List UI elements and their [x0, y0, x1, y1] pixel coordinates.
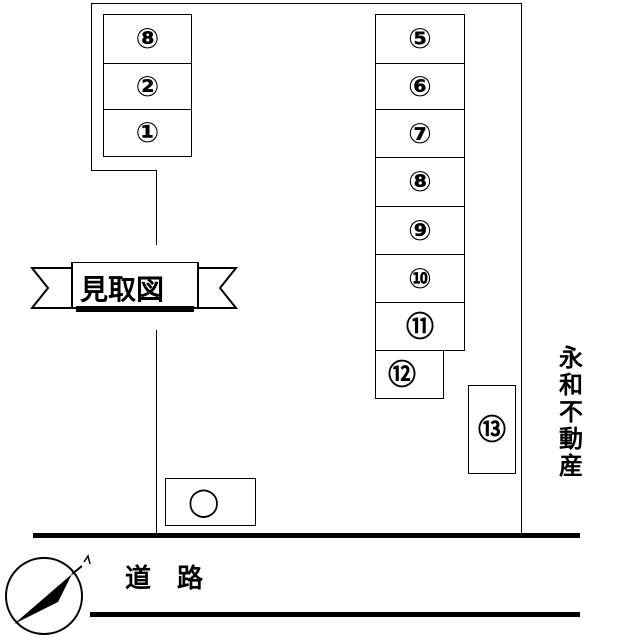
road-top-edge — [33, 533, 580, 538]
lot-right-wall — [521, 3, 522, 533]
parking-space-right-9: ⑨ — [375, 206, 465, 255]
lot-top-wall — [91, 3, 522, 4]
space-number: ⑩ — [408, 261, 432, 295]
lot-left-wall-lower — [156, 330, 157, 535]
map-title-banner — [30, 262, 239, 312]
parking-space-left-2: ② — [103, 63, 192, 110]
space-number: ⑫ — [388, 357, 417, 391]
compass-needle-tip — [71, 565, 83, 575]
parking-space-12: ⑫ — [375, 350, 444, 399]
lot-left-wall-ledge — [91, 170, 157, 171]
space-number: ⑧ — [135, 22, 160, 55]
parking-space-right-10: ⑩ — [375, 254, 465, 303]
lot-left-wall-upper — [91, 3, 92, 171]
compass-needle — [14, 574, 72, 624]
neighbor-label-char: 産 — [559, 451, 583, 480]
neighbor-label: 永 和 不 動 産 — [556, 345, 586, 479]
space-number: ◯ — [188, 485, 220, 518]
space-number: ⑪ — [405, 309, 434, 343]
parking-space-left-1: ⑧ — [103, 14, 192, 64]
map-title: 見取図 — [80, 273, 165, 306]
space-number: ⑬ — [477, 412, 506, 446]
compass-icon — [5, 554, 91, 635]
space-number: ⑦ — [408, 116, 432, 150]
banner-left-ribbon — [30, 267, 79, 309]
space-number: ⑥ — [408, 69, 432, 103]
parking-space-bottom: ◯ — [165, 478, 256, 526]
neighbor-label-char: 和 — [559, 370, 583, 399]
compass-circle — [5, 557, 83, 635]
lot-left-wall-mid — [156, 170, 157, 245]
compass-north-mark — [83, 554, 91, 565]
parking-space-right-7: ⑦ — [375, 109, 465, 158]
parking-space-right-8: ⑧ — [375, 157, 465, 207]
neighbor-label-char: 永 — [559, 344, 583, 372]
parking-space-right-6: ⑥ — [375, 63, 465, 110]
neighbor-label-char: 動 — [559, 424, 583, 453]
parking-space-left-3: ① — [103, 109, 192, 157]
road-bottom-edge — [90, 612, 580, 617]
space-number: ⑤ — [408, 22, 432, 55]
neighbor-label-char: 不 — [559, 397, 583, 426]
space-number: ② — [135, 69, 160, 103]
space-number: ① — [135, 116, 160, 149]
space-number: ⑧ — [408, 165, 432, 198]
space-number: ⑨ — [408, 213, 432, 247]
road-label: 道 路 — [125, 564, 204, 594]
parking-space-right-5: ⑤ — [375, 14, 465, 64]
banner-center — [71, 262, 199, 309]
parking-space-13: ⑬ — [468, 385, 516, 474]
banner-center-shadow — [76, 306, 194, 312]
parking-space-right-11: ⑪ — [375, 302, 465, 351]
